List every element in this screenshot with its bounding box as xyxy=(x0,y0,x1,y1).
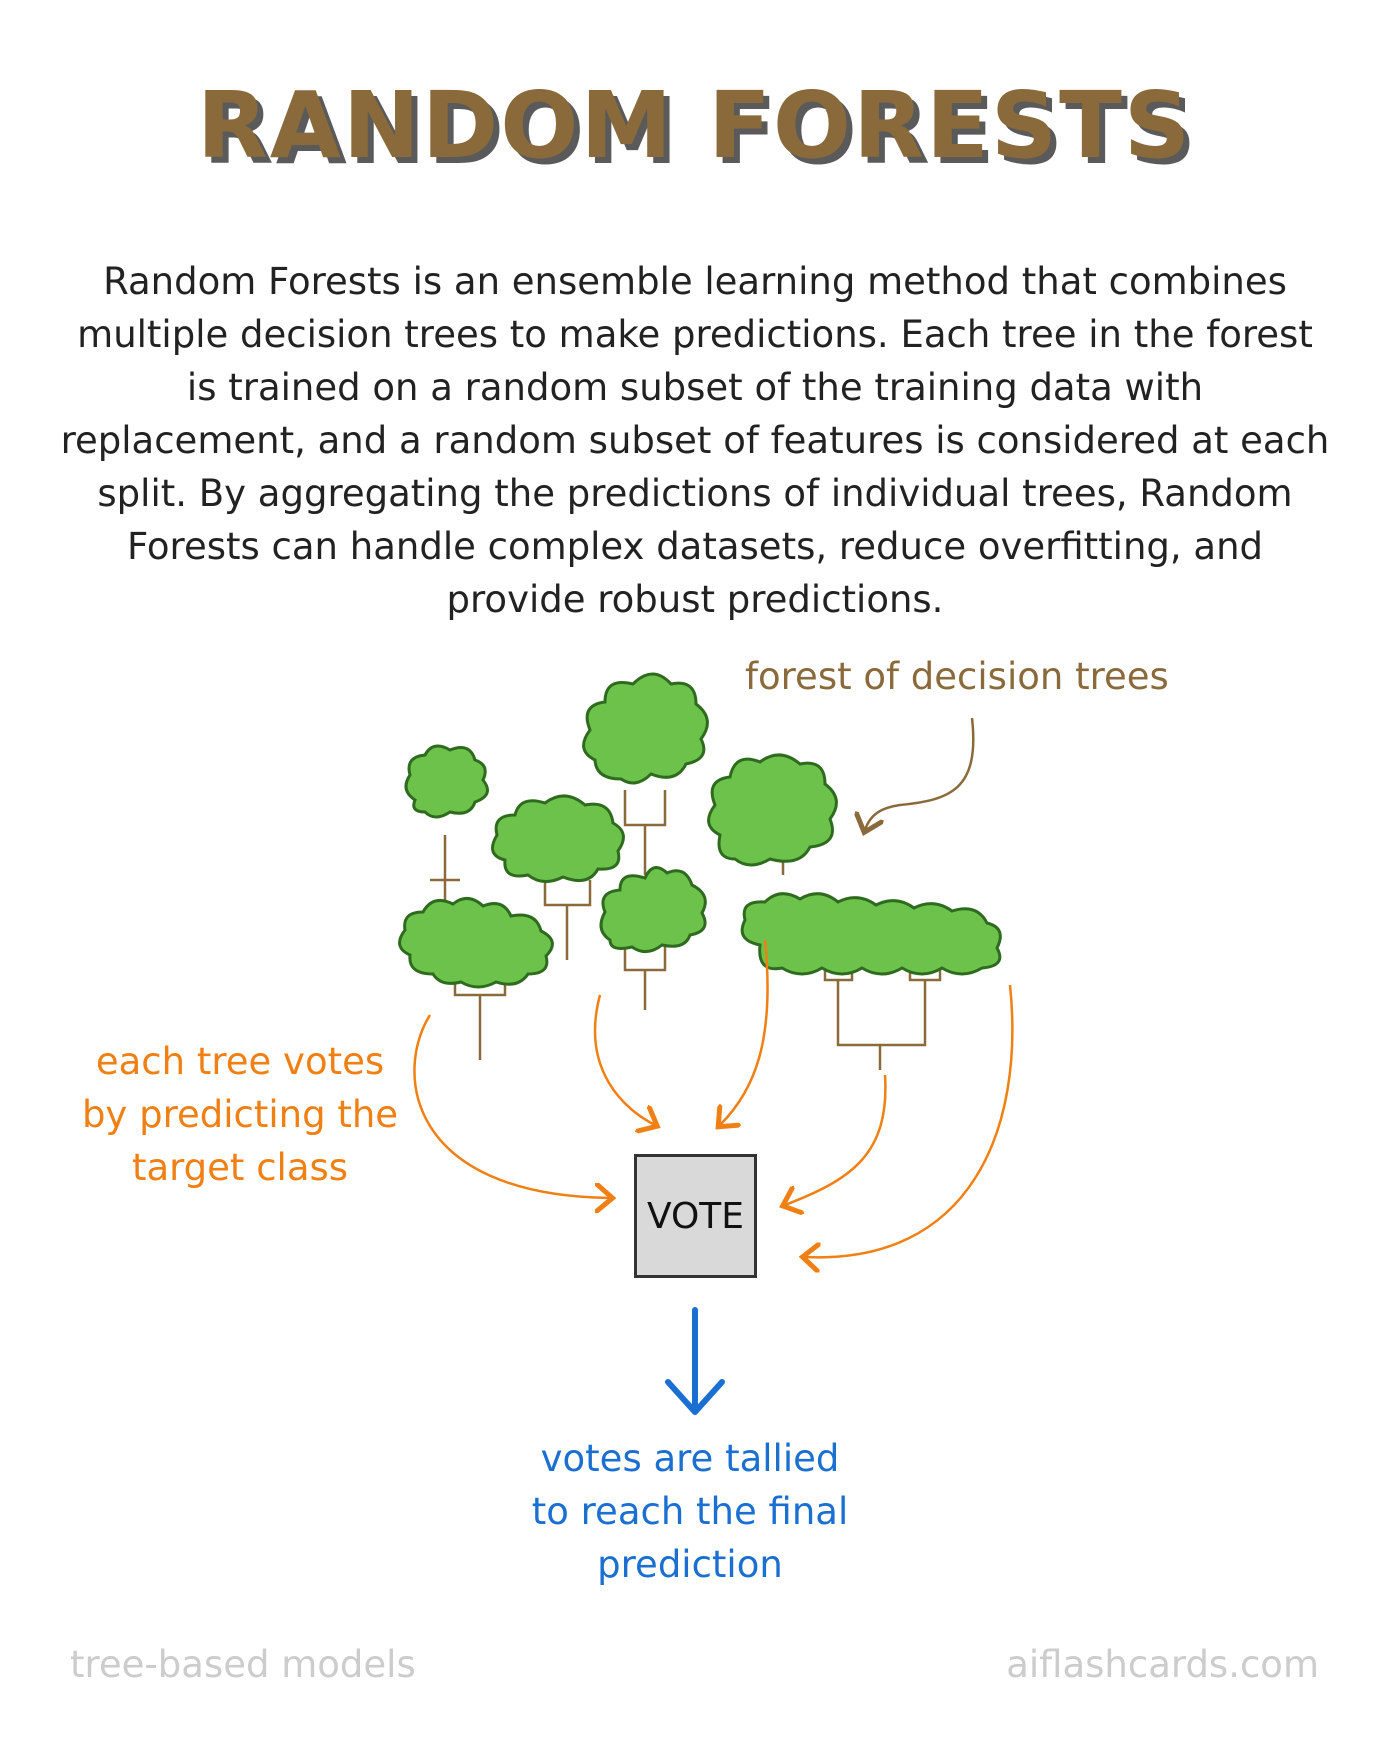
footer-category: tree-based models xyxy=(70,1643,416,1686)
footer-site: aiflashcards.com xyxy=(1006,1643,1319,1686)
vote-arrows xyxy=(413,939,1014,1257)
forest-arrow xyxy=(865,717,975,830)
tree-icon xyxy=(582,672,709,785)
vote-box: VOTE xyxy=(634,1154,757,1278)
tally-arrow xyxy=(665,1307,725,1415)
description-text: Random Forests is an ensemble learning m… xyxy=(60,260,1330,621)
tree-icon xyxy=(707,753,838,867)
forest-label: forest of decision trees xyxy=(745,655,1169,698)
tree-trunks xyxy=(430,790,942,1070)
page-title: RANDOM FORESTS xyxy=(196,72,1193,179)
tree-icon xyxy=(740,892,1002,976)
votes-tallied-label: votes are tallied to reach the final pre… xyxy=(531,1437,849,1586)
tree-canopies xyxy=(398,672,1002,989)
tree-icon xyxy=(404,744,489,819)
tree-icon xyxy=(599,866,707,953)
each-tree-votes-label: each tree votes by predicting the target… xyxy=(81,1040,399,1189)
tree-icon xyxy=(491,794,625,883)
tree-icon xyxy=(398,897,554,989)
